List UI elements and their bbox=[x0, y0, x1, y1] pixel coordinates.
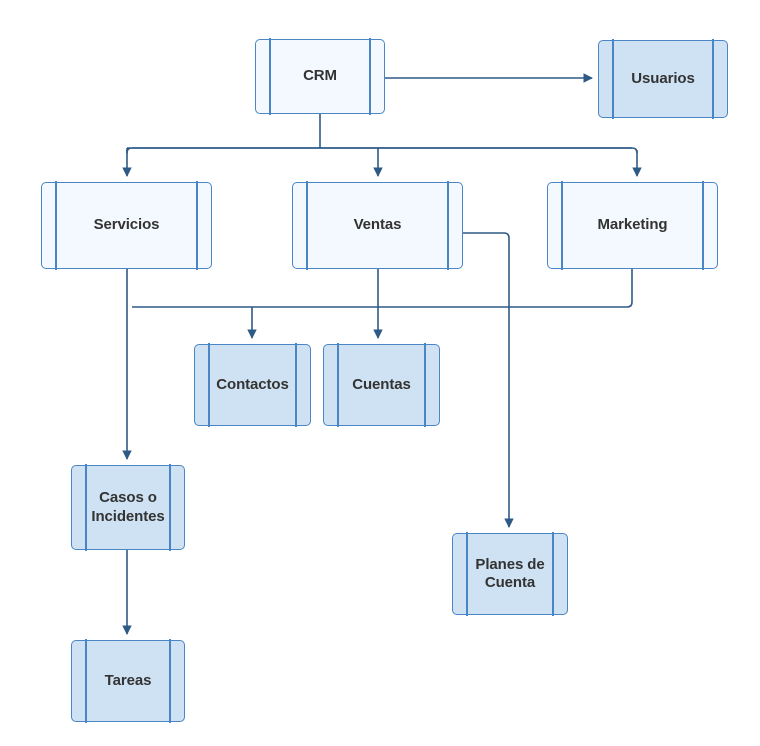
node-bar-right bbox=[552, 532, 554, 616]
node-cuentas[interactable]: Cuentas bbox=[323, 343, 440, 427]
node-label: Servicios bbox=[93, 216, 160, 234]
node-tareas[interactable]: Tareas bbox=[71, 639, 185, 723]
node-label: CRM bbox=[303, 67, 337, 85]
node-label: Ventas bbox=[353, 216, 402, 234]
node-label: Cuentas bbox=[352, 375, 411, 393]
node-label: Usuarios bbox=[631, 69, 695, 87]
node-bar-left bbox=[55, 181, 57, 270]
node-bar-left bbox=[466, 532, 468, 616]
node-bar-right bbox=[196, 181, 198, 270]
node-bar-left bbox=[612, 39, 614, 119]
node-casos-o-incidentes[interactable]: Casos o Incidentes bbox=[71, 464, 185, 551]
node-label: Contactos bbox=[216, 375, 289, 393]
node-servicios[interactable]: Servicios bbox=[41, 181, 212, 270]
edge-bus-level1 bbox=[126, 147, 638, 154]
node-bar-right bbox=[369, 38, 371, 115]
node-contactos[interactable]: Contactos bbox=[194, 343, 311, 427]
node-planes-de-cuenta[interactable]: Planes de Cuenta bbox=[452, 532, 568, 616]
node-bar-right bbox=[295, 343, 297, 427]
edge-ventas-planes bbox=[463, 232, 514, 528]
node-bar-right bbox=[702, 181, 704, 270]
node-bar-right bbox=[712, 39, 714, 119]
node-marketing[interactable]: Marketing bbox=[547, 181, 718, 270]
node-bar-right bbox=[169, 464, 171, 551]
node-bar-left bbox=[337, 343, 339, 427]
node-usuarios[interactable]: Usuarios bbox=[598, 39, 728, 119]
node-bar-left bbox=[306, 181, 308, 270]
node-label: Tareas bbox=[104, 671, 152, 689]
node-bar-left bbox=[85, 639, 87, 723]
node-bar-left bbox=[561, 181, 563, 270]
node-bar-right bbox=[169, 639, 171, 723]
node-bar-left bbox=[269, 38, 271, 115]
node-bar-left bbox=[85, 464, 87, 551]
node-crm[interactable]: CRM bbox=[255, 38, 385, 115]
node-bar-right bbox=[447, 181, 449, 270]
node-label: Planes de Cuenta bbox=[475, 555, 545, 591]
node-ventas[interactable]: Ventas bbox=[292, 181, 463, 270]
node-bar-left bbox=[208, 343, 210, 427]
edge-marketing-bus bbox=[132, 269, 633, 308]
node-label: Marketing bbox=[597, 216, 668, 234]
node-label: Casos o Incidentes bbox=[91, 489, 165, 525]
node-bar-right bbox=[424, 343, 426, 427]
